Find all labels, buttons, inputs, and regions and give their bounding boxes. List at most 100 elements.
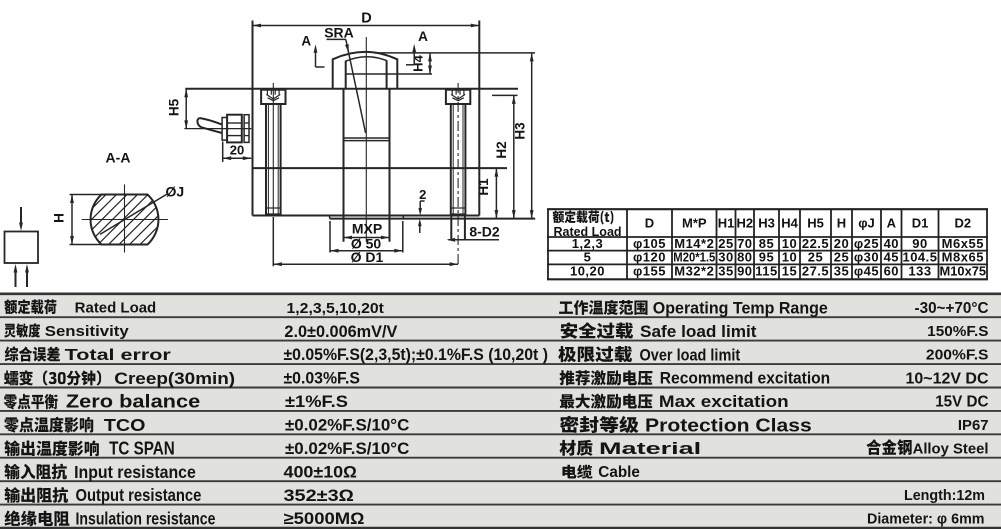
svg-text:35: 35 <box>834 263 849 278</box>
svg-text:Over load limit: Over load limit <box>640 346 741 365</box>
svg-text:200%F.S: 200%F.S <box>926 347 989 364</box>
svg-text:A-A: A-A <box>106 150 131 166</box>
svg-text:Zero balance: Zero balance <box>66 392 200 412</box>
svg-text:±0.03%F.S: ±0.03%F.S <box>284 370 361 388</box>
svg-text:φ120: φ120 <box>633 250 666 265</box>
svg-text:H1: H1 <box>476 178 491 196</box>
svg-text:H5: H5 <box>166 98 181 116</box>
svg-text:SRA: SRA <box>324 25 354 41</box>
svg-text:2.0±0.006mV/V: 2.0±0.006mV/V <box>284 323 397 341</box>
svg-text:TC SPAN: TC SPAN <box>109 439 175 459</box>
svg-text:1,2,3,5,10,20t: 1,2,3,5,10,20t <box>287 300 384 317</box>
svg-text:φ155: φ155 <box>633 263 666 278</box>
svg-text:ØJ: ØJ <box>165 184 184 200</box>
svg-text:Total error: Total error <box>65 347 171 364</box>
svg-text:104.5: 104.5 <box>902 250 937 265</box>
svg-text:95: 95 <box>759 250 774 265</box>
svg-text:Creep(30min): Creep(30min) <box>114 369 235 388</box>
svg-text:Cable: Cable <box>598 464 640 481</box>
svg-text:80: 80 <box>737 250 752 265</box>
svg-text:30: 30 <box>718 250 733 265</box>
svg-text:22.5: 22.5 <box>802 236 829 251</box>
svg-text:8-D2: 8-D2 <box>469 224 500 240</box>
svg-text:Input resistance: Input resistance <box>74 462 196 482</box>
svg-text:Max excitation: Max excitation <box>659 393 789 411</box>
svg-text:H5: H5 <box>807 216 824 231</box>
svg-text:1,2,3: 1,2,3 <box>572 236 603 251</box>
svg-text:H4: H4 <box>781 216 798 231</box>
svg-text:D1: D1 <box>912 216 929 231</box>
svg-text:IP67: IP67 <box>958 417 989 434</box>
svg-text:φ105: φ105 <box>633 236 666 251</box>
svg-text:Operating Temp Range: Operating Temp Range <box>653 299 828 317</box>
svg-text:90: 90 <box>912 236 927 251</box>
svg-text:A: A <box>301 34 311 49</box>
svg-text:φJ: φJ <box>858 216 875 231</box>
svg-text:45: 45 <box>884 250 899 265</box>
svg-text:Alloy Steel: Alloy Steel <box>913 441 989 458</box>
svg-text:D: D <box>645 216 654 231</box>
svg-text:10,20: 10,20 <box>570 263 605 278</box>
svg-text:Ø 50: Ø 50 <box>351 236 382 252</box>
svg-text:±0.02%F.S/10°C: ±0.02%F.S/10°C <box>285 440 409 458</box>
svg-text:Recommend excitation: Recommend excitation <box>660 370 830 388</box>
svg-text:φ30: φ30 <box>854 250 879 265</box>
svg-text:Insulation resistance: Insulation resistance <box>76 509 216 529</box>
svg-text:MXP: MXP <box>352 221 382 237</box>
svg-text:Material: Material <box>599 439 701 458</box>
svg-text:-30~+70°C: -30~+70°C <box>915 300 989 317</box>
svg-text:H4: H4 <box>411 54 426 71</box>
svg-text:35: 35 <box>718 263 733 278</box>
svg-text:≥5000MΩ: ≥5000MΩ <box>284 510 365 528</box>
svg-text:60: 60 <box>884 263 899 278</box>
svg-text:±1%F.S: ±1%F.S <box>285 393 348 411</box>
svg-text:25: 25 <box>834 250 849 265</box>
svg-text:D2: D2 <box>954 216 971 231</box>
svg-text:φ25: φ25 <box>854 236 879 251</box>
svg-text:Diameter: φ 6mm: Diameter: φ 6mm <box>867 511 985 528</box>
svg-text:M14*2: M14*2 <box>674 236 714 251</box>
svg-text:10~12V DC: 10~12V DC <box>906 371 989 388</box>
svg-text:M20*1.5: M20*1.5 <box>673 250 715 265</box>
svg-text:H1: H1 <box>718 216 735 231</box>
svg-text:15: 15 <box>782 263 797 278</box>
svg-text:25: 25 <box>718 236 733 251</box>
svg-text:10: 10 <box>782 250 797 265</box>
svg-text:Sensitivity: Sensitivity <box>45 324 130 340</box>
svg-text:H3: H3 <box>512 122 527 140</box>
svg-text:H2: H2 <box>736 216 753 231</box>
svg-text:20: 20 <box>834 236 849 251</box>
svg-text:M6x55: M6x55 <box>942 236 984 251</box>
svg-text:25: 25 <box>808 250 823 265</box>
svg-text:±0.02%F.S/10°C: ±0.02%F.S/10°C <box>285 417 409 435</box>
svg-text:150%F.S: 150%F.S <box>927 323 988 340</box>
svg-text:H: H <box>52 213 67 223</box>
svg-text:Output resistance: Output resistance <box>76 485 202 505</box>
svg-text:85: 85 <box>759 236 774 251</box>
svg-text:10: 10 <box>782 236 797 251</box>
svg-text:Length:12m: Length:12m <box>904 487 985 504</box>
svg-text:27.5: 27.5 <box>802 263 829 278</box>
svg-text:D: D <box>361 11 371 27</box>
svg-text:φ45: φ45 <box>854 263 879 278</box>
svg-text:400±10Ω: 400±10Ω <box>284 463 358 481</box>
svg-text:H: H <box>837 216 846 231</box>
svg-text:40: 40 <box>884 236 899 251</box>
svg-text:2: 2 <box>419 187 426 202</box>
svg-text:352±3Ω: 352±3Ω <box>284 487 355 505</box>
svg-text:70: 70 <box>737 236 752 251</box>
svg-text:A: A <box>887 216 897 231</box>
svg-text:Rated Load: Rated Load <box>75 301 157 317</box>
svg-text:5: 5 <box>584 250 592 265</box>
svg-text:M32*2: M32*2 <box>674 263 714 278</box>
svg-text:M10x75: M10x75 <box>940 263 987 278</box>
svg-text:±0.05%F.S(2,3,5t);±0.1%F.S (10: ±0.05%F.S(2,3,5t);±0.1%F.S (10,20t ) <box>284 346 549 364</box>
svg-text:H2: H2 <box>494 141 509 158</box>
svg-text:115: 115 <box>755 263 777 278</box>
svg-text:15V DC: 15V DC <box>935 394 988 411</box>
svg-text:133: 133 <box>908 263 931 278</box>
svg-text:20: 20 <box>230 143 244 158</box>
svg-text:A: A <box>418 29 428 44</box>
svg-text:90: 90 <box>737 263 752 278</box>
svg-text:M*P: M*P <box>682 216 707 231</box>
